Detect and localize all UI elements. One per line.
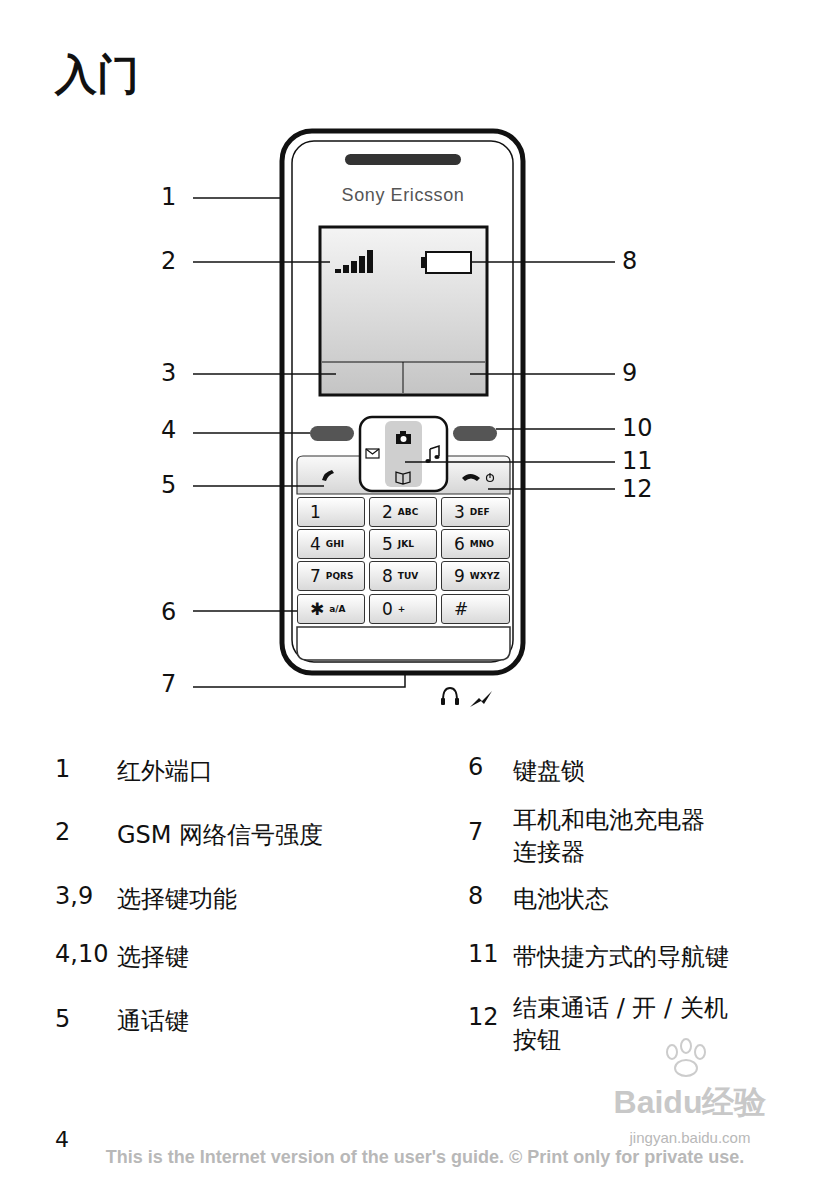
- legend-text: 电池状态: [513, 884, 609, 915]
- callout-number: 10: [622, 413, 653, 444]
- callout-number: 9: [622, 358, 637, 389]
- legend-number: 12: [468, 1002, 499, 1033]
- keypad-key: 9 WXYZ: [441, 561, 510, 591]
- legend-text: 结束通话 / 开 / 关机 按钮: [513, 992, 743, 1056]
- key-letters: DEF: [470, 508, 490, 517]
- callout-number: 3: [161, 358, 176, 389]
- legend-number: 1: [55, 754, 70, 785]
- legend-number: 11: [468, 939, 499, 970]
- callout-number: 11: [622, 446, 653, 477]
- keypad-key: 3 DEF: [441, 497, 510, 527]
- watermark: jingyan.baidu.com: [630, 1128, 751, 1148]
- key-digit: 6: [454, 536, 465, 553]
- page-number: 4: [55, 1126, 69, 1155]
- brand-name: Sony Ericsson: [342, 184, 465, 207]
- keypad-key: 6 MNO: [441, 529, 510, 559]
- legend-number: 8: [468, 881, 483, 912]
- key-digit: 7: [310, 568, 321, 585]
- key-letters: ABC: [398, 508, 418, 517]
- key-letters: PQRS: [326, 572, 354, 581]
- legend-text: 键盘锁: [513, 756, 585, 787]
- legend-text: GSM 网络信号强度: [117, 820, 323, 851]
- keypad-key: 7 PQRS: [297, 561, 365, 591]
- key-digit: 9: [454, 568, 465, 585]
- callout-number: 5: [161, 470, 176, 501]
- callout-number: 4: [161, 415, 176, 446]
- key-letters: +: [398, 605, 406, 614]
- key-digit: #: [454, 601, 468, 618]
- callout-number: 2: [161, 246, 176, 277]
- key-letters: MNO: [470, 540, 494, 549]
- keypad-key: 0+: [369, 594, 437, 624]
- keypad-key: ✱ a/A: [297, 594, 365, 624]
- keypad-key: 1: [297, 497, 365, 527]
- keypad-key: 8 TUV: [369, 561, 437, 591]
- callout-number: 8: [622, 246, 637, 277]
- key-letters: GHI: [326, 540, 344, 549]
- key-letters: TUV: [398, 572, 418, 581]
- legend-number: 6: [468, 752, 483, 783]
- legend-number: 3,9: [55, 881, 93, 912]
- key-digit: 3: [454, 504, 465, 521]
- legend-text: 红外端口: [117, 756, 213, 787]
- watermark: This is the Internet version of the user…: [106, 1146, 745, 1169]
- key-digit: 2: [382, 504, 393, 521]
- key-digit: ✱: [310, 601, 324, 618]
- legend-text: 带快捷方式的导航键: [513, 942, 729, 973]
- callout-number: 1: [161, 182, 176, 213]
- legend-text: 通话键: [117, 1006, 189, 1037]
- keypad-key: 2 ABC: [369, 497, 437, 527]
- keypad-key: 5 JKL: [369, 529, 437, 559]
- legend-number: 2: [55, 817, 70, 848]
- callout-number: 7: [161, 669, 176, 700]
- keypad-key: #: [441, 594, 510, 624]
- key-letters: WXYZ: [470, 572, 500, 581]
- keypad-key: 4 GHI: [297, 529, 365, 559]
- callout-number: 12: [622, 474, 653, 505]
- legend-text: 选择键: [117, 942, 189, 973]
- key-digit: 5: [382, 536, 393, 553]
- key-digit: 0: [382, 601, 393, 618]
- callout-number: 6: [161, 597, 176, 628]
- legend-text: 耳机和电池充电器 连接器: [513, 804, 743, 868]
- page-title: 入门: [55, 50, 139, 100]
- key-digit: 4: [310, 536, 321, 553]
- key-letters: JKL: [398, 540, 414, 549]
- key-letters: a/A: [329, 605, 345, 614]
- legend-text: 选择键功能: [117, 884, 237, 915]
- watermark: Baidu经验: [614, 1082, 767, 1124]
- legend-number: 5: [55, 1004, 70, 1035]
- key-digit: 8: [382, 568, 393, 585]
- key-digit: 1: [310, 504, 321, 521]
- legend-number: 4,10: [55, 939, 108, 970]
- legend-number: 7: [468, 817, 483, 848]
